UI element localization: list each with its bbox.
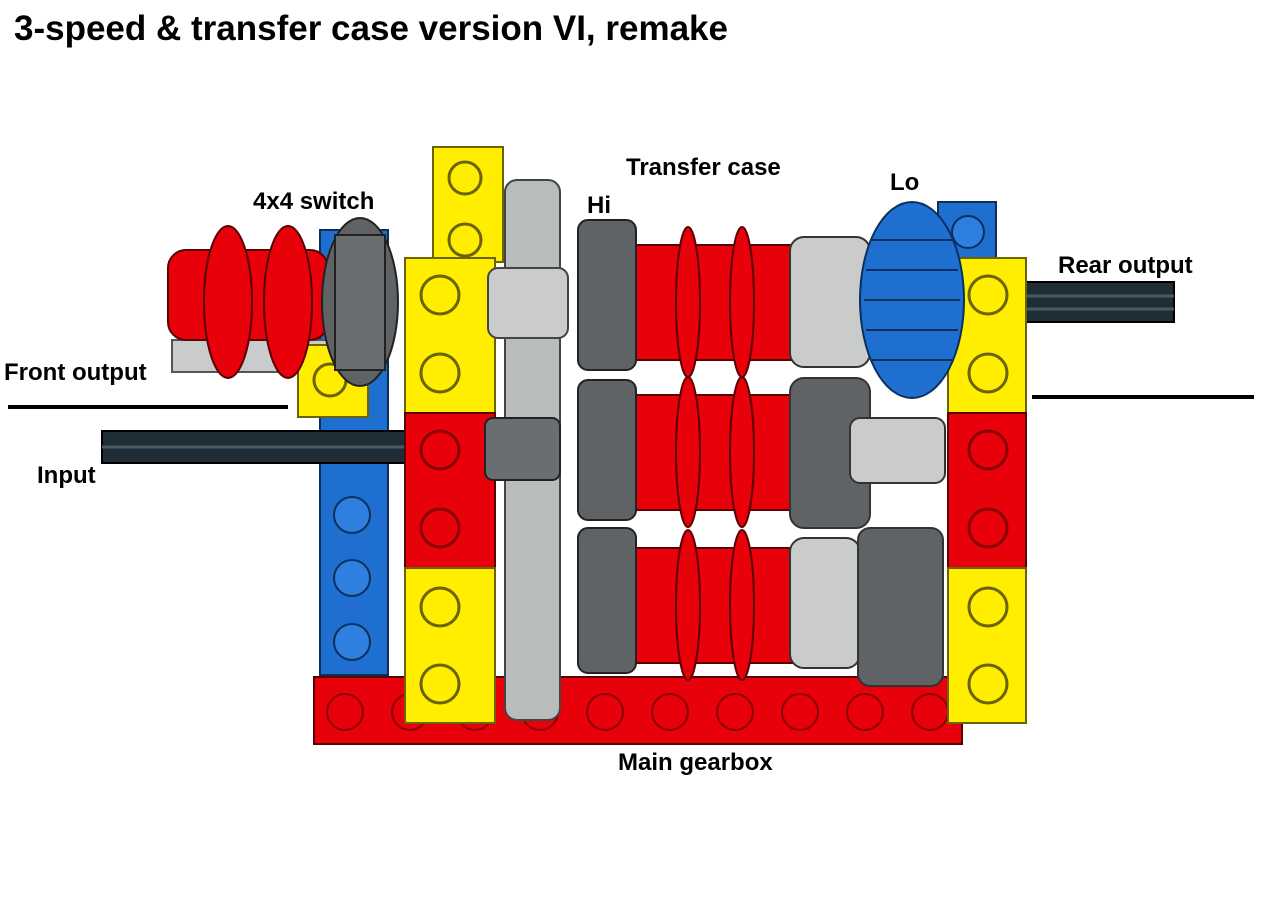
front-output-label: Front output [4, 359, 147, 386]
shaft-middle [629, 376, 796, 528]
left-frame-beam [404, 257, 496, 724]
four-by-four-switch-label: 4x4 switch [253, 188, 375, 215]
main-gearbox-label: Main gearbox [618, 749, 773, 776]
yellow-beam-top [432, 146, 504, 263]
hi-label: Hi [587, 192, 611, 219]
shaft-bottom [629, 529, 796, 681]
lo-label: Lo [890, 169, 920, 196]
input-label: Input [37, 462, 96, 489]
hi-gear-stack [484, 219, 637, 674]
right-gear-cluster [789, 236, 946, 687]
diagram-title: 3-speed & transfer case version VI, rema… [14, 9, 728, 48]
rear-output-label: Rear output [1058, 252, 1193, 279]
transfer-case-label: Transfer case [626, 154, 781, 181]
lo-gear-blue [859, 201, 965, 399]
four-by-four-switch-assembly [167, 217, 399, 387]
rear-output-axle [1023, 281, 1175, 323]
shaft-top [629, 226, 796, 378]
input-axle [101, 430, 408, 464]
